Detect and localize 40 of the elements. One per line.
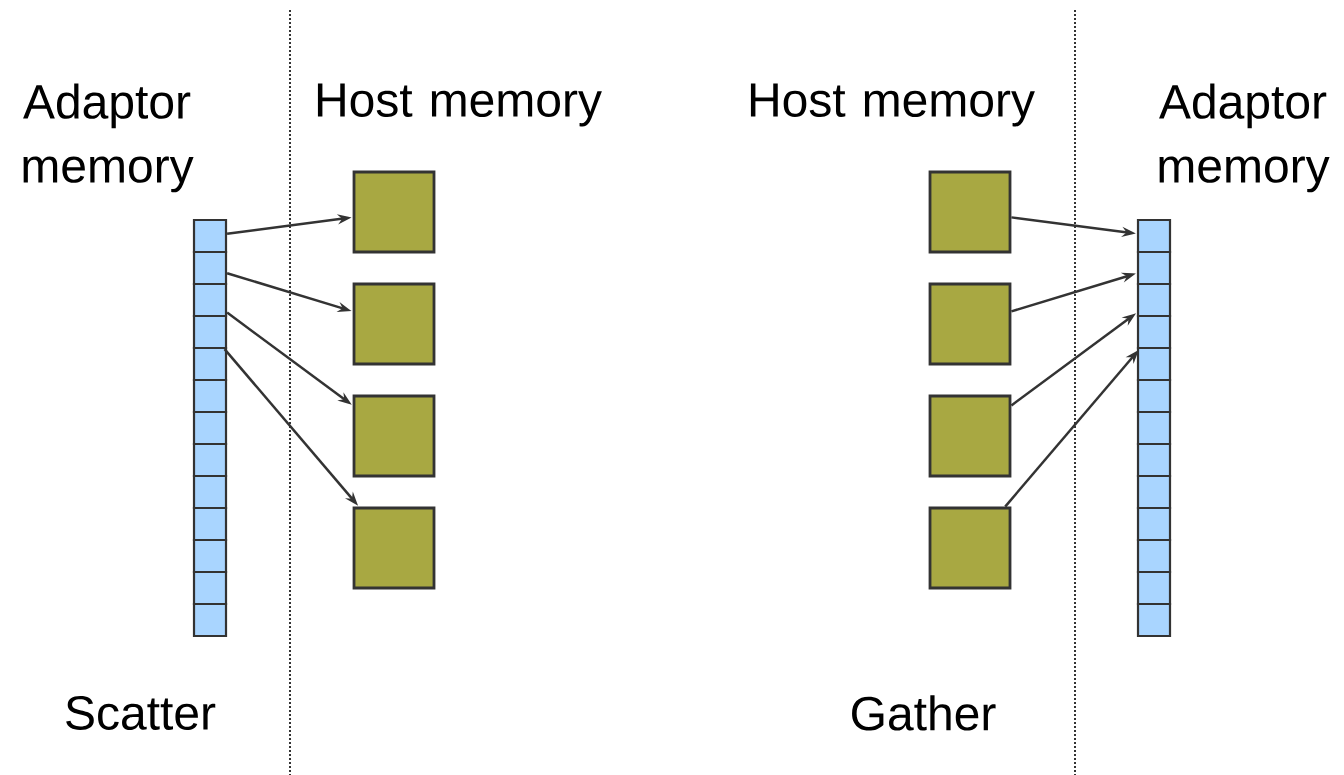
memory-cell	[192, 410, 228, 446]
memory-cell	[192, 602, 228, 638]
memory-cell	[1136, 474, 1172, 510]
memory-block	[928, 506, 1012, 590]
memory-cell	[1136, 314, 1172, 350]
memory-cell	[192, 506, 228, 542]
memory-cell	[1136, 506, 1172, 542]
memory-cell	[192, 378, 228, 414]
memory-cell	[192, 282, 228, 318]
memory-cell	[192, 218, 228, 254]
memory-label: Adaptor memory	[23, 83, 194, 193]
memory-label: Host memory	[750, 83, 1035, 127]
memory-block	[352, 394, 436, 478]
memory-cell	[1136, 442, 1172, 478]
memory-block	[352, 170, 436, 254]
memory-cell	[192, 346, 228, 382]
memory-cell	[192, 314, 228, 350]
memory-cell	[1136, 602, 1172, 638]
memory-cell	[1136, 410, 1172, 446]
memory-cell	[1136, 250, 1172, 286]
memory-cell	[1136, 538, 1172, 574]
memory-block	[352, 506, 436, 590]
memory-cell	[1136, 570, 1172, 606]
memory-cell	[192, 474, 228, 510]
memory-cell	[1136, 282, 1172, 318]
memory-block	[928, 394, 1012, 478]
memory-label: Adaptor memory	[1159, 83, 1330, 193]
memory-cell	[1136, 346, 1172, 382]
memory-cell	[1136, 218, 1172, 254]
memory-cell	[192, 442, 228, 478]
operation-label: Gather	[852, 695, 996, 731]
memory-label: Host memory	[317, 83, 602, 127]
memory-cell	[192, 538, 228, 574]
operation-label: Scatter	[66, 696, 216, 730]
memory-block	[928, 282, 1012, 366]
memory-cell	[1136, 378, 1172, 414]
memory-block	[928, 170, 1012, 254]
memory-cell	[192, 570, 228, 606]
memory-block	[352, 282, 436, 366]
memory-cell	[192, 250, 228, 286]
